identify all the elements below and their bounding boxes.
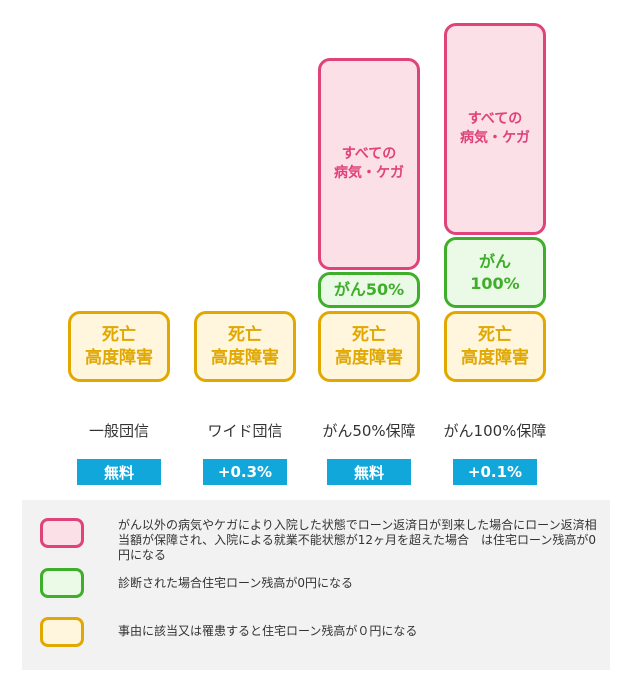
disability-label: 高度障害 [335,347,403,368]
cancer-label: がん [478,251,511,271]
death-disability-box-plan4: 死亡 高度障害 [444,311,546,382]
price-badge-cancer50: 無料 [327,459,411,485]
plan-name-general: 一般団信 [88,422,149,440]
disability-label: 高度障害 [461,347,529,368]
death-label: 死亡 [102,324,136,345]
death-label: 死亡 [478,324,512,345]
price-badge-cancer100: +0.1% [453,459,537,485]
legend-swatch-yellow [40,617,84,647]
price-badge-wide: +0.3% [203,459,287,485]
death-label: 死亡 [352,324,386,345]
all-label: すべての [467,111,523,128]
legend-swatch-green [40,568,84,598]
death-disability-box-plan3: 死亡 高度障害 [318,311,420,382]
illness-injury-label: 病気・ケガ [334,165,404,181]
disability-label: 高度障害 [85,347,153,368]
legend-text-yellow: 事由に該当又は罹患すると住宅ローン残高が０円になる [118,624,418,638]
death-disability-box-plan2: 死亡 高度障害 [194,311,296,382]
cancer50-box-plan3: がん50% [318,272,420,308]
cancer100-label: 100% [470,273,520,293]
disability-label: 高度障害 [211,347,279,368]
legend-text-pink: がん以外の病気やケガにより入院した状態でローン返済日が到来した場合にローン返済相… [118,518,597,562]
legend-text-green: 診断された場合住宅ローン残高が0円になる [118,576,354,590]
all-illness-injury-box-plan3: すべての 病気・ケガ [318,58,420,270]
illness-injury-label: 病気・ケガ [460,130,530,146]
death-label: 死亡 [228,324,262,345]
all-illness-injury-box-plan4: すべての 病気・ケガ [444,23,546,235]
all-label: すべての [341,146,397,163]
price-badge-general: 無料 [77,459,161,485]
plan-name-cancer100: がん100%保障 [443,422,547,440]
plan-name-cancer50: がん50%保障 [322,422,416,440]
legend-swatch-pink [40,518,84,548]
cancer100-box-plan4: がん 100% [444,237,546,308]
legend-panel: がん以外の病気やケガにより入院した状態でローン返済日が到来した場合にローン返済相… [22,500,610,670]
cancer50-label: がん50% [333,280,405,300]
death-disability-box-plan1: 死亡 高度障害 [68,311,170,382]
plan-name-wide: ワイド団信 [207,422,283,440]
